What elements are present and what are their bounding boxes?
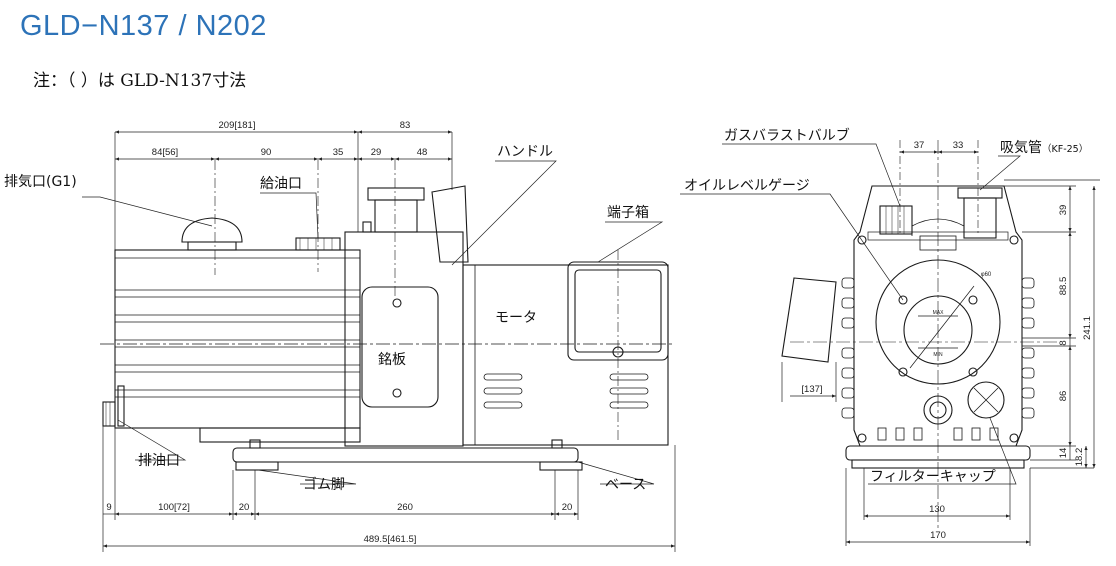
oil-gauge-outer bbox=[875, 259, 1001, 385]
label-motor: モータ bbox=[495, 310, 537, 326]
rubber-foot-left bbox=[235, 461, 279, 471]
label-exhaust: 排気口(G1) bbox=[4, 174, 77, 190]
exhaust-cap bbox=[181, 217, 243, 243]
front-leaders bbox=[680, 143, 1021, 485]
gas-ballast-valve bbox=[879, 205, 913, 235]
pump-cooling-fins bbox=[115, 289, 360, 398]
front-drain-plug bbox=[923, 395, 953, 425]
gauge-max: MAX bbox=[933, 310, 945, 316]
dim-86: 86 bbox=[1058, 391, 1069, 402]
dim-37: 37 bbox=[914, 140, 925, 151]
pump-body bbox=[114, 249, 361, 429]
rubber-foot-right bbox=[539, 461, 583, 471]
filter-cap bbox=[967, 381, 1005, 419]
middle-housing bbox=[344, 231, 464, 447]
gauge-diameter: φ60 bbox=[981, 272, 992, 278]
handle bbox=[431, 185, 469, 263]
dim-100: 100[72] bbox=[158, 502, 190, 513]
dim-35: 35 bbox=[333, 147, 344, 158]
side-dimensions bbox=[102, 130, 676, 552]
front-fins-right bbox=[1021, 277, 1035, 419]
front-fins-left bbox=[841, 277, 855, 419]
nameplate-panel bbox=[361, 286, 439, 408]
intake-stem bbox=[374, 199, 418, 233]
label-oil-fill: 給油口 bbox=[260, 176, 302, 192]
front-fins-bottom bbox=[877, 427, 999, 441]
dim-39: 39 bbox=[1058, 205, 1069, 216]
label-gas-ballast: ガスバラストバルブ bbox=[724, 127, 850, 144]
dim-18: 18.2 bbox=[1074, 448, 1085, 467]
dim-33: 33 bbox=[953, 140, 964, 151]
oil-drain-plug bbox=[102, 401, 116, 427]
dim-83: 83 bbox=[400, 120, 411, 131]
intake-flange bbox=[957, 187, 1003, 199]
dim-29: 29 bbox=[371, 147, 382, 158]
dim-137: [137] bbox=[801, 384, 822, 395]
label-intake: 吸気管（KF-25） bbox=[1000, 140, 1088, 156]
base-plate bbox=[232, 447, 579, 463]
label-oil-gauge: オイルレベルゲージ bbox=[684, 178, 810, 194]
dim-14: 14 bbox=[1058, 448, 1069, 459]
dim-48: 48 bbox=[417, 147, 428, 158]
side-leaders bbox=[82, 160, 664, 485]
front-handle bbox=[781, 277, 837, 363]
dimension-note: 注：（ ）は GLD-N137寸法 bbox=[33, 71, 247, 91]
dim-170: 170 bbox=[930, 530, 946, 541]
label-intake-sub: （KF-25） bbox=[1042, 143, 1088, 155]
dim-88: 88.5 bbox=[1058, 277, 1069, 296]
side-view bbox=[100, 160, 675, 471]
dim-130: 130 bbox=[929, 504, 945, 515]
dim-90: 90 bbox=[261, 147, 272, 158]
front-view bbox=[781, 140, 1060, 530]
motor-body bbox=[462, 264, 669, 446]
gauge-min: MIN bbox=[933, 352, 943, 358]
dim-489: 489.5[461.5] bbox=[364, 534, 417, 545]
label-oil-drain: 排油口 bbox=[138, 453, 180, 469]
dim-9: 9 bbox=[106, 502, 111, 513]
terminal-box bbox=[567, 261, 669, 361]
dim-8: 8 bbox=[1058, 340, 1069, 345]
drawing-title: GLD−N137 / N202 bbox=[20, 10, 267, 42]
label-nameplate: 銘板 bbox=[378, 352, 406, 368]
label-intake-main: 吸気管 bbox=[1000, 140, 1042, 156]
dim-20a: 20 bbox=[239, 502, 250, 513]
motor-vents bbox=[483, 373, 649, 409]
label-terminal-box: 端子箱 bbox=[607, 205, 649, 221]
label-base: ベース bbox=[605, 477, 646, 493]
front-dimensions bbox=[781, 150, 1100, 546]
dim-20b: 20 bbox=[562, 502, 573, 513]
dim-209: 209[181] bbox=[219, 120, 256, 131]
dim-260: 260 bbox=[397, 502, 413, 513]
label-rubber-foot: ゴム脚 bbox=[303, 476, 345, 493]
dim-241: 241.1 bbox=[1082, 316, 1093, 340]
dim-84: 84[56] bbox=[152, 147, 178, 158]
oil-gauge-inner bbox=[903, 295, 973, 365]
label-handle: ハンドル bbox=[497, 144, 553, 160]
label-filter-cap: フィルターキャップ bbox=[870, 469, 996, 485]
